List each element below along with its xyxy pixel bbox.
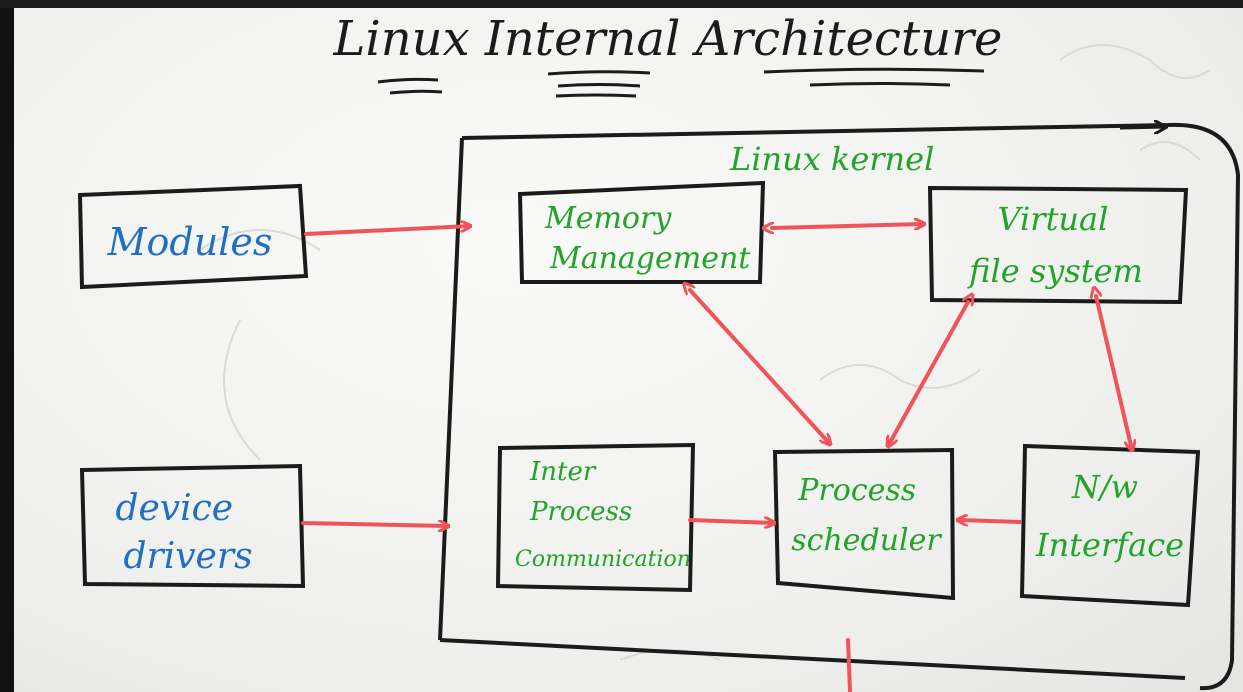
whiteboard <box>14 8 1243 692</box>
kernel-label: Linux kernel <box>729 140 934 178</box>
memory-management-label-line2: Management <box>549 241 751 276</box>
memory-management-node: Memory Management <box>517 180 766 284</box>
video-top-border <box>0 0 1243 8</box>
video-left-border <box>0 8 14 692</box>
erased-writing-background <box>199 44 1211 661</box>
modules-node: Modules <box>77 183 309 290</box>
ipc-label-line2: Process <box>529 497 632 527</box>
device-drivers-node: device drivers <box>79 463 306 589</box>
network-interface-label-line2: Interface <box>1035 526 1184 564</box>
network-interface-node: N/w Interface <box>1019 443 1201 608</box>
memory-management-label-line1: Memory <box>544 201 672 236</box>
svg-text:Memory Management: Memory Management <box>544 201 751 276</box>
process-scheduler-label-line1: Process <box>797 473 916 508</box>
diagram-title: Linux Internal Architecture <box>333 11 1003 67</box>
svg-text:Process scheduler: Process scheduler <box>791 473 942 558</box>
svg-text:device drivers: device drivers <box>115 488 252 577</box>
virtual-file-system-node: Virtual file system <box>927 185 1189 305</box>
modules-label: Modules <box>107 220 273 264</box>
arrow-kernel-down <box>846 638 852 692</box>
arrow-vfs-scheduler <box>888 302 968 446</box>
virtual-file-system-label-line1: Virtual <box>997 200 1108 238</box>
arrow-vfs-network <box>1096 296 1132 450</box>
kernel-top-arrow <box>1119 127 1166 128</box>
ipc-label-line1: Inter <box>529 457 597 487</box>
arrows <box>301 224 1132 692</box>
arrow-modules-to-kernel <box>304 226 470 236</box>
inter-process-communication-node: Inter Process Communication <box>495 442 696 593</box>
arrow-memory-vfs <box>772 224 924 228</box>
arrow-memory-scheduler <box>690 290 830 444</box>
ipc-label-line3: Communication <box>515 547 691 572</box>
arrow-drivers-to-kernel <box>301 523 448 526</box>
device-drivers-label-line2: drivers <box>123 536 252 577</box>
title-underlines <box>377 67 985 98</box>
process-scheduler-node: Process scheduler <box>772 447 956 601</box>
virtual-file-system-label-line2: file system <box>967 252 1143 290</box>
device-drivers-label-line1: device <box>115 488 233 529</box>
svg-text:Inter Process: Inter Process <box>529 457 632 527</box>
kernel-boundary <box>438 122 1241 691</box>
arrow-ipc-to-scheduler <box>688 520 774 523</box>
arrow-network-to-scheduler <box>958 520 1022 522</box>
process-scheduler-label-line2: scheduler <box>791 523 942 558</box>
network-interface-label-line1: N/w <box>1071 468 1138 506</box>
svg-text:Virtual file system: Virtual file system <box>967 200 1143 290</box>
svg-text:N/w Interface: N/w Interface <box>1035 468 1184 564</box>
